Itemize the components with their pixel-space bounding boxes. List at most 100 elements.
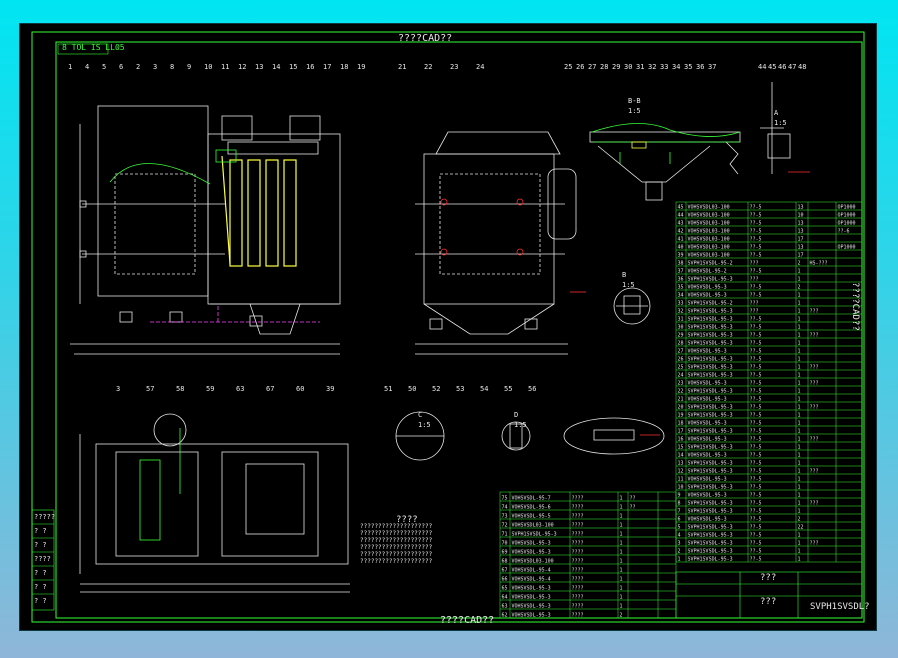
table-cell: 1: [798, 460, 801, 466]
balloon-label: 27: [588, 63, 597, 71]
table-cell: 1: [798, 276, 801, 282]
table-cell: VOHSVSDL-95-3: [688, 436, 727, 442]
table-cell: 1: [798, 484, 801, 490]
balloon-label: 10: [204, 63, 213, 71]
plan-view-green: [139, 428, 181, 541]
left-block-row: ????: [34, 555, 51, 563]
table-cell: ??-5: [750, 252, 762, 258]
table-cell: SVPH1SVSDL-95-3: [688, 468, 733, 474]
front-view-magenta: [150, 306, 320, 324]
detail-far-right: [760, 82, 791, 174]
table-cell: 2: [798, 260, 801, 266]
table-cell: 23: [678, 380, 684, 386]
table-cell: 1: [620, 522, 623, 528]
plan-view: [79, 413, 350, 593]
table-cell: 63: [502, 603, 508, 609]
table-cell: ??-5: [750, 340, 762, 346]
table-cell: ????: [572, 585, 584, 591]
table-cell: 1: [798, 316, 801, 322]
table-cell: 62: [502, 612, 508, 618]
table-cell: VOHSVSDL-95-3: [512, 549, 551, 555]
table-cell: 18: [678, 420, 684, 426]
table-cell: ??-5: [750, 524, 762, 530]
table-cell: 17: [798, 236, 804, 242]
table-cell: ???: [810, 500, 819, 506]
front-view: [70, 105, 341, 355]
table-cell: 1: [798, 356, 801, 362]
table-cell: ??-5: [750, 460, 762, 466]
table-cell: ??-5: [750, 212, 762, 218]
table-cell: ??-5: [750, 556, 762, 562]
detail-circle-left: [613, 287, 651, 325]
table-cell: 8: [678, 500, 681, 506]
table-cell: ????: [572, 540, 584, 546]
table-cell: ???: [810, 332, 819, 338]
table-cell: 66: [502, 576, 508, 582]
table-cell: 1: [620, 531, 623, 537]
table-cell: 1: [798, 372, 801, 378]
table-cell: 17: [678, 428, 684, 434]
balloon-label: 29: [612, 63, 621, 71]
balloon-label: 15: [289, 63, 298, 71]
balloon-label: 3: [153, 63, 158, 71]
table-cell: ??-5: [750, 548, 762, 554]
table-cell: ??-5: [750, 428, 762, 434]
balloon-label: 32: [648, 63, 657, 71]
note-line: ????????????????????: [360, 523, 433, 530]
table-cell: ??-5: [750, 348, 762, 354]
title-block-code: SVPH1SVSDL?: [810, 602, 870, 612]
table-cell: 24: [678, 372, 684, 378]
table-cell: ???: [750, 300, 759, 306]
table-cell: 1: [620, 504, 623, 510]
table-cell: 5: [678, 524, 681, 530]
table-cell: 13: [678, 460, 684, 466]
table-cell: ???: [750, 260, 759, 266]
table-cell: ??-5: [750, 492, 762, 498]
table-cell: 13: [798, 204, 804, 210]
table-cell: VOHSVSDL03-100: [688, 204, 730, 210]
table-cell: 13: [798, 220, 804, 226]
table-cell: 16: [678, 436, 684, 442]
table-cell: VOHSVSDL-95-3: [688, 420, 727, 426]
view-title: ????: [396, 515, 418, 525]
table-cell: ????: [572, 531, 584, 537]
table-cell: 25: [678, 364, 684, 370]
table-cell: OP1000: [838, 244, 856, 250]
table-cell: VOHSVSDL-95-7: [512, 495, 551, 501]
table-cell: ??-5: [750, 500, 762, 506]
table-cell: 1: [620, 495, 623, 501]
table-cell: 65: [502, 585, 508, 591]
table-cell: ??-5: [750, 324, 762, 330]
table-cell: 29: [678, 332, 684, 338]
table-cell: ??-5: [750, 316, 762, 322]
left-block-row: ? ?: [34, 583, 47, 591]
table-cell: 1: [620, 540, 623, 546]
table-cell: ????: [572, 513, 584, 519]
table-cell: 21: [678, 396, 684, 402]
table-cell: 1: [798, 332, 801, 338]
table-cell: 1: [798, 268, 801, 274]
balloon-label: 53: [456, 385, 465, 393]
balloon-label: 48: [798, 63, 807, 71]
table-cell: ??-5: [750, 452, 762, 458]
table-cell: 42: [678, 228, 684, 234]
table-cell: VOHSVSDL03-100: [512, 558, 554, 564]
table-cell: ????: [572, 612, 584, 618]
table-cell: 1: [798, 492, 801, 498]
table-cell: 12: [678, 468, 684, 474]
table-cell: 27: [678, 348, 684, 354]
table-cell: 1: [798, 540, 801, 546]
table-cell: SVPH1SVSDL-95-3: [688, 508, 733, 514]
table-cell: 1: [798, 452, 801, 458]
balloon-label: 24: [476, 63, 485, 71]
table-cell: 73: [502, 513, 508, 519]
balloon-label: 36: [696, 63, 705, 71]
table-cell: 1: [798, 412, 801, 418]
table-cell: 1: [798, 404, 801, 410]
balloon-label: 13: [255, 63, 264, 71]
table-cell: 1: [798, 340, 801, 346]
table-cell: 1: [620, 513, 623, 519]
table-cell: 1: [798, 388, 801, 394]
table-cell: 2: [620, 612, 623, 618]
